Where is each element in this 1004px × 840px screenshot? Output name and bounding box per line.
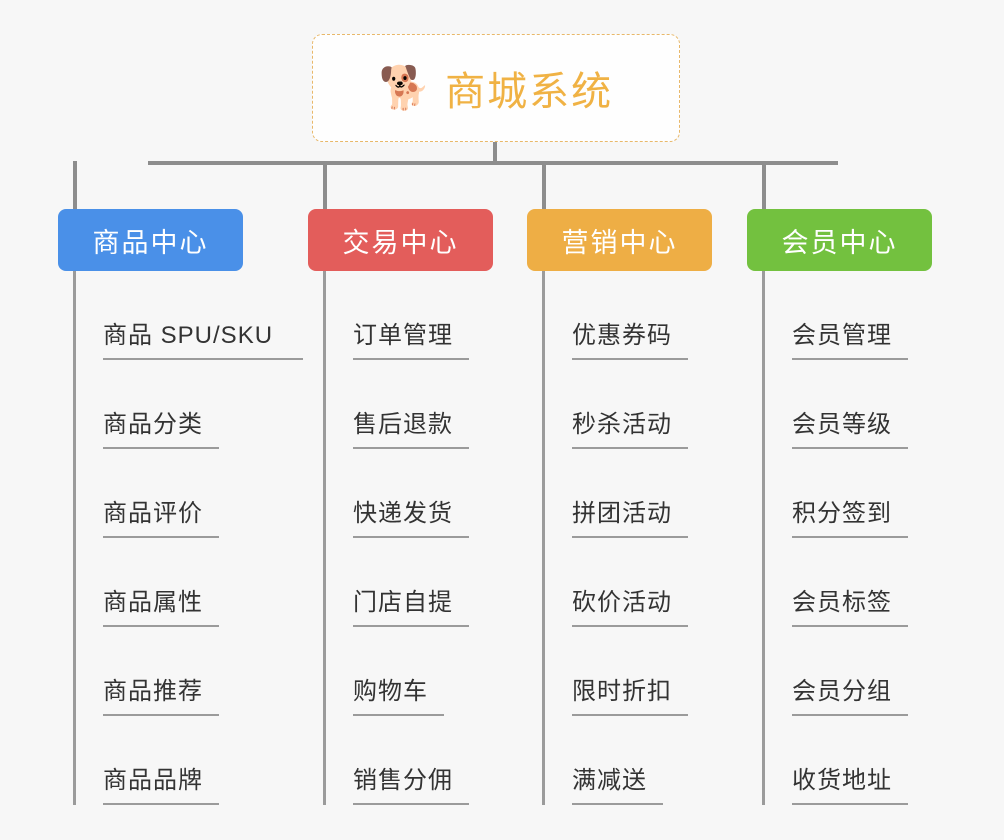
- column-spine-marketing-center: [542, 271, 545, 805]
- leaf-item-label: 销售分佣: [353, 760, 469, 805]
- connector-horizontal-bus: [148, 161, 838, 165]
- leaf-item-label: 商品属性: [103, 582, 219, 627]
- leaf-item-label: 会员等级: [792, 404, 908, 449]
- leaf-item[interactable]: 购物车: [323, 627, 469, 716]
- connector-drop-member-center: [762, 161, 766, 209]
- leaf-item[interactable]: 订单管理: [323, 271, 469, 360]
- leaf-list-marketing-center: 优惠券码秒杀活动拼团活动砍价活动限时折扣满减送: [542, 271, 688, 805]
- root-title: 商城系统: [445, 70, 614, 114]
- column-spine-trade-center: [323, 271, 326, 805]
- category-title: 会员中心: [781, 227, 898, 258]
- category-title: 营销中心: [561, 227, 678, 258]
- leaf-list-member-center: 会员管理会员等级积分签到会员标签会员分组收货地址: [762, 271, 908, 805]
- leaf-item[interactable]: 销售分佣: [323, 716, 469, 805]
- root-node[interactable]: 🐕 商城系统: [312, 34, 680, 142]
- connector-root-stem: [493, 142, 497, 164]
- leaf-item[interactable]: 会员标签: [762, 538, 908, 627]
- leaf-item-label: 售后退款: [353, 404, 469, 449]
- leaf-item-label: 商品 SPU/SKU: [103, 315, 304, 360]
- leaf-item[interactable]: 拼团活动: [542, 449, 688, 538]
- shiba-dog-face-icon: 🐕: [378, 64, 432, 111]
- category-title: 交易中心: [342, 227, 459, 258]
- column-marketing-center: 营销中心优惠券码秒杀活动拼团活动砍价活动限时折扣满减送: [527, 209, 712, 805]
- leaf-item-label: 积分签到: [792, 493, 908, 538]
- column-spine-member-center: [762, 271, 765, 805]
- leaf-list-product-center: 商品 SPU/SKU 商品分类商品评价商品属性商品推荐商品品牌: [73, 271, 304, 805]
- leaf-item[interactable]: 会员分组: [762, 627, 908, 716]
- category-title: 商品中心: [92, 227, 209, 258]
- leaf-item-label: 购物车: [353, 671, 444, 716]
- leaf-item[interactable]: 商品评价: [73, 449, 303, 538]
- leaf-item[interactable]: 限时折扣: [542, 627, 688, 716]
- column-member-center: 会员中心会员管理会员等级积分签到会员标签会员分组收货地址: [747, 209, 932, 805]
- leaf-item-label: 商品推荐: [103, 671, 219, 716]
- leaf-item-label: 会员管理: [792, 315, 908, 360]
- leaf-item[interactable]: 商品分类: [73, 360, 303, 449]
- column-trade-center: 交易中心订单管理售后退款快递发货门店自提购物车销售分佣: [308, 209, 493, 805]
- leaf-item-label: 秒杀活动: [572, 404, 688, 449]
- leaf-item[interactable]: 门店自提: [323, 538, 469, 627]
- column-product-center: 商品中心商品 SPU/SKU 商品分类商品评价商品属性商品推荐商品品牌: [58, 209, 304, 805]
- category-header-member-center[interactable]: 会员中心: [747, 209, 932, 271]
- leaf-item-label: 订单管理: [353, 315, 469, 360]
- leaf-item-label: 收货地址: [792, 760, 908, 805]
- connector-drop-trade-center: [323, 161, 327, 209]
- leaf-item-label: 砍价活动: [572, 582, 688, 627]
- leaf-item[interactable]: 满减送: [542, 716, 688, 805]
- leaf-list-trade-center: 订单管理售后退款快递发货门店自提购物车销售分佣: [323, 271, 469, 805]
- leaf-item[interactable]: 商品属性: [73, 538, 303, 627]
- leaf-item-label: 拼团活动: [572, 493, 688, 538]
- leaf-item[interactable]: 售后退款: [323, 360, 469, 449]
- connector-drop-marketing-center: [542, 161, 546, 209]
- leaf-item-label: 快递发货: [353, 493, 469, 538]
- leaf-item-label: 商品品牌: [103, 760, 219, 805]
- connector-drop-product-center: [73, 161, 77, 209]
- category-header-product-center[interactable]: 商品中心: [58, 209, 243, 271]
- category-header-marketing-center[interactable]: 营销中心: [527, 209, 712, 271]
- leaf-item-label: 门店自提: [353, 582, 469, 627]
- leaf-item[interactable]: 会员管理: [762, 271, 908, 360]
- leaf-item-label: 商品评价: [103, 493, 219, 538]
- leaf-item-label: 会员标签: [792, 582, 908, 627]
- leaf-item-label: 满减送: [572, 760, 663, 805]
- leaf-item[interactable]: 积分签到: [762, 449, 908, 538]
- leaf-item-label: 商品分类: [103, 404, 219, 449]
- leaf-item[interactable]: 快递发货: [323, 449, 469, 538]
- leaf-item[interactable]: 收货地址: [762, 716, 908, 805]
- category-header-trade-center[interactable]: 交易中心: [308, 209, 493, 271]
- leaf-item-label: 限时折扣: [572, 671, 688, 716]
- leaf-item[interactable]: 会员等级: [762, 360, 908, 449]
- leaf-item[interactable]: 商品推荐: [73, 627, 303, 716]
- leaf-item-label: 会员分组: [792, 671, 908, 716]
- leaf-item[interactable]: 优惠券码: [542, 271, 688, 360]
- leaf-item[interactable]: 商品 SPU/SKU: [73, 271, 304, 360]
- leaf-item[interactable]: 秒杀活动: [542, 360, 688, 449]
- leaf-item[interactable]: 砍价活动: [542, 538, 688, 627]
- leaf-item-label: 优惠券码: [572, 315, 688, 360]
- column-spine-product-center: [73, 271, 76, 805]
- leaf-item[interactable]: 商品品牌: [73, 716, 303, 805]
